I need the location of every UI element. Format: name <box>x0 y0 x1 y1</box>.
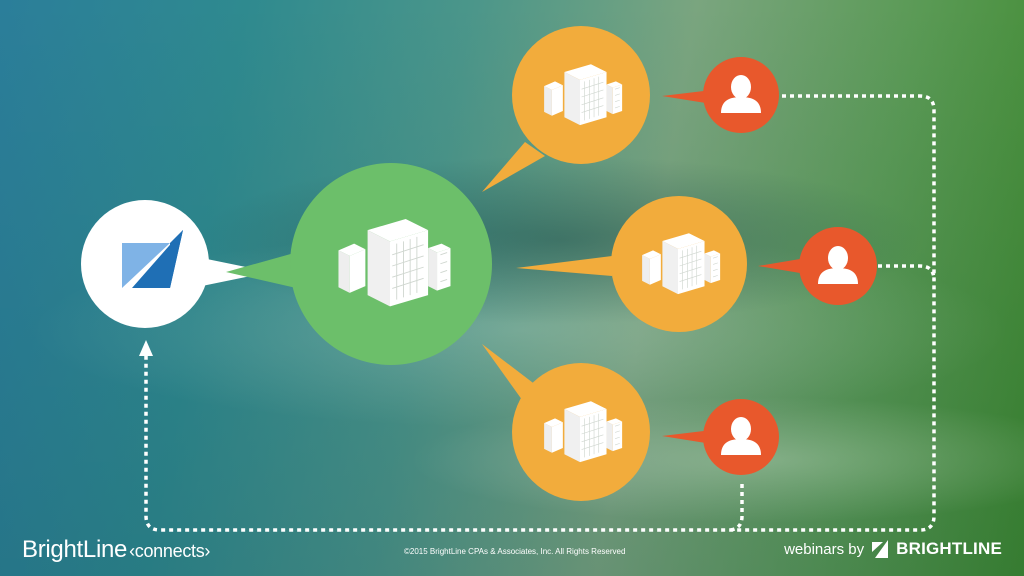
person-node-bottom <box>703 399 779 475</box>
connector-mid-person <box>878 264 936 281</box>
connector-bottom-person <box>727 484 744 532</box>
company-node-bottom <box>512 363 650 501</box>
connector-top-person <box>144 94 936 532</box>
webinars-by-label: webinars by <box>784 540 865 558</box>
copyright-text: ©2015 BrightLine CPAs & Associates, Inc.… <box>404 547 626 556</box>
brand-name: BrightLine <box>22 536 128 563</box>
hub-node <box>290 163 492 365</box>
company-node-top <box>512 26 650 164</box>
brightline-mark-icon <box>872 540 889 558</box>
brightline-logo-icon <box>122 230 183 288</box>
person-node-top <box>703 57 779 133</box>
brand-tag: ‹connects› <box>129 541 211 561</box>
person-node-middle <box>799 227 877 305</box>
dotted-connectors <box>144 94 936 532</box>
webinars-by-brightline: webinars by BRIGHTLINE <box>784 539 1002 559</box>
brightline-connects-logo: BrightLine‹connects› <box>22 536 210 566</box>
arrow-up-icon <box>139 340 153 356</box>
firm-node <box>81 200 209 328</box>
speech-tails <box>202 90 806 444</box>
company-node-middle <box>611 196 747 332</box>
brightline-wordmark: BRIGHTLINE <box>896 539 1002 558</box>
